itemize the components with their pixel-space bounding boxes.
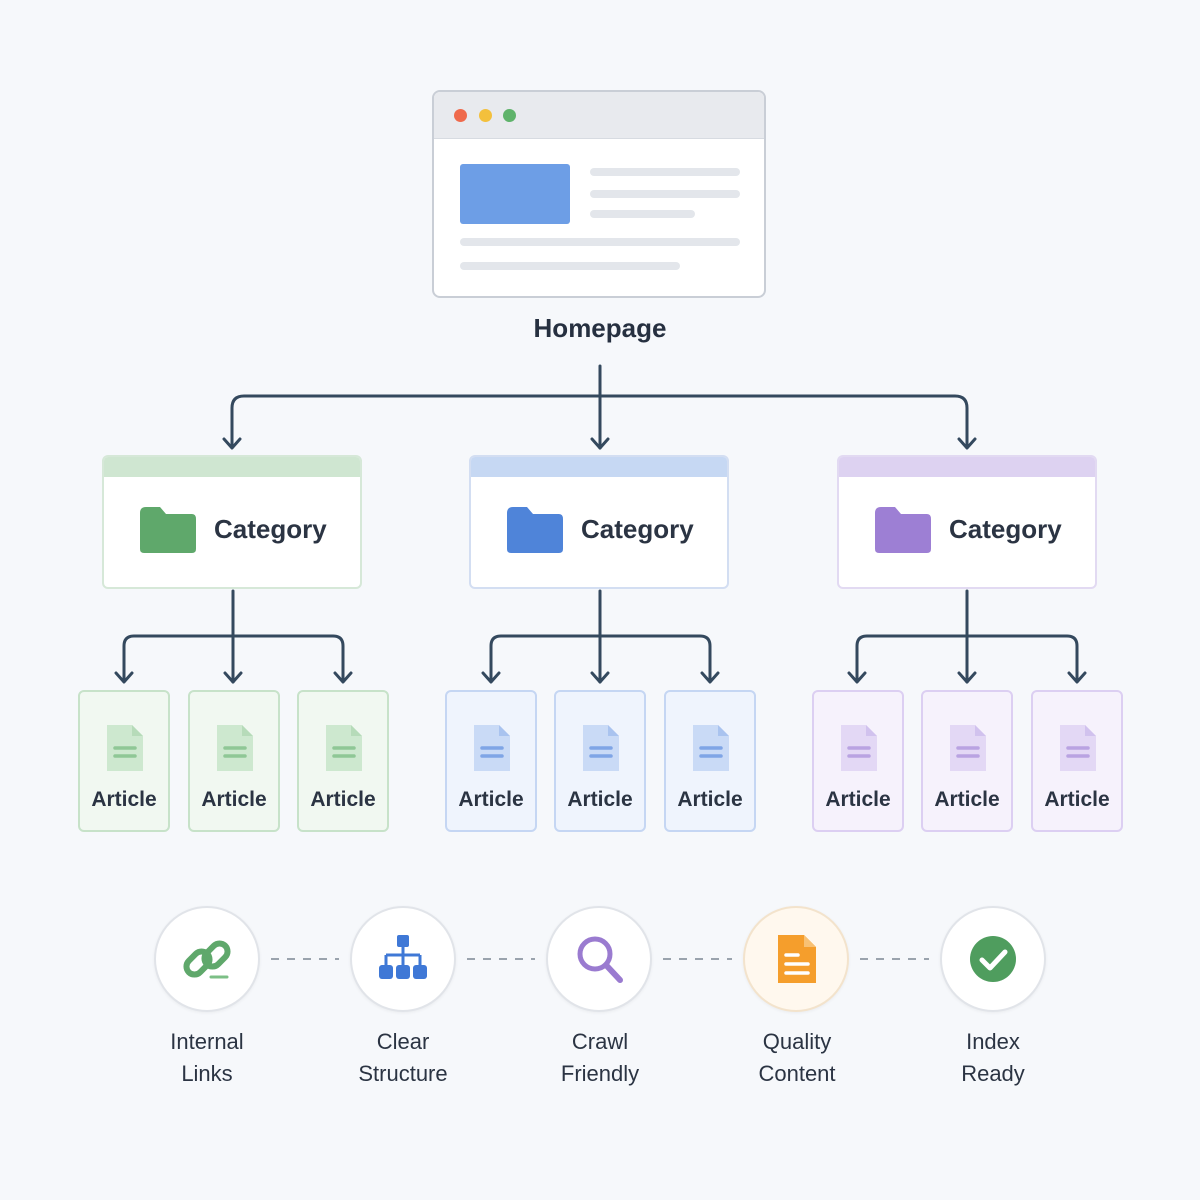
- article-label: Article: [201, 788, 267, 811]
- article-card: Article: [1031, 690, 1123, 832]
- article-document-icon: [950, 725, 986, 771]
- article-document-icon: [326, 725, 362, 771]
- article-card: Article: [812, 690, 904, 832]
- clear-structure-label: Clear Structure: [323, 1026, 483, 1090]
- category-card-blue: Category: [469, 455, 729, 589]
- article-label: Article: [934, 788, 1000, 811]
- feature-label-line: Clear: [376, 1029, 430, 1054]
- article-document-icon: [474, 725, 510, 771]
- text-line: [460, 262, 680, 270]
- article-card: Article: [297, 690, 389, 832]
- arrowhead: [957, 437, 977, 450]
- category-label: Category: [214, 514, 327, 544]
- article-label: Article: [1044, 788, 1110, 811]
- connector-line: [489, 634, 712, 682]
- article-document-icon: [217, 725, 253, 771]
- connector-line: [122, 634, 345, 682]
- arrowhead: [222, 437, 242, 450]
- category-header-bar: [839, 457, 1095, 477]
- feature-label-line: Quality: [762, 1029, 832, 1054]
- arrowhead: [700, 671, 720, 684]
- arrowhead: [847, 671, 867, 684]
- article-label: Article: [567, 788, 633, 811]
- arrowhead: [114, 671, 134, 684]
- folder-icon: [140, 507, 196, 553]
- index-ready-label: Index Ready: [913, 1026, 1073, 1090]
- feature-label-line: Content: [758, 1061, 836, 1086]
- category-card-purple: Category: [837, 455, 1097, 589]
- article-card: Article: [188, 690, 280, 832]
- arrowhead: [223, 671, 243, 684]
- arrowhead: [957, 671, 977, 684]
- article-document-icon: [1060, 725, 1096, 771]
- link-icon: [183, 940, 231, 979]
- text-line: [590, 190, 740, 198]
- crawl-friendly-circle: [546, 906, 652, 1012]
- article-label: Article: [458, 788, 524, 811]
- article-document-icon: [107, 725, 143, 771]
- article-card: Article: [554, 690, 646, 832]
- article-label: Article: [310, 788, 376, 811]
- browser-title-bar: [434, 92, 764, 139]
- category-header-bar: [104, 457, 360, 477]
- crawl-friendly-label: Crawl Friendly: [520, 1026, 680, 1090]
- feature-label-line: Ready: [961, 1061, 1025, 1086]
- arrowhead: [590, 671, 610, 684]
- article-document-icon: [583, 725, 619, 771]
- feature-label-line: Internal: [170, 1029, 244, 1054]
- internal-links-label: Internal Links: [127, 1026, 287, 1090]
- window-close-dot: [454, 109, 467, 122]
- arrowhead: [1067, 671, 1087, 684]
- feature-label-line: Friendly: [560, 1061, 640, 1086]
- sitemap-icon: [379, 935, 427, 979]
- window-minimize-dot: [479, 109, 492, 122]
- article-card: Article: [664, 690, 756, 832]
- magnifier-icon: [577, 936, 623, 983]
- article-document-icon: [841, 725, 877, 771]
- hero-image-placeholder: [460, 164, 570, 224]
- article-card: Article: [921, 690, 1013, 832]
- quality-content-circle: [743, 906, 849, 1012]
- connector-line: [855, 634, 1079, 682]
- internal-links-circle: [154, 906, 260, 1012]
- feature-label-line: Links: [181, 1061, 233, 1086]
- article-card: Article: [445, 690, 537, 832]
- text-line: [590, 168, 740, 176]
- category-label: Category: [581, 514, 694, 544]
- category-card-green: Category: [102, 455, 362, 589]
- homepage-browser-window: [432, 90, 766, 298]
- feature-label-line: Index: [966, 1029, 1020, 1054]
- clear-structure-circle: [350, 906, 456, 1012]
- folder-icon: [875, 507, 931, 553]
- connector-line: [230, 394, 969, 448]
- arrowhead: [333, 671, 353, 684]
- homepage-label: Homepage: [533, 313, 667, 343]
- document-icon: [778, 935, 816, 983]
- window-maximize-dot: [503, 109, 516, 122]
- article-document-icon: [693, 725, 729, 771]
- text-line: [460, 238, 740, 246]
- quality-content-label: Quality Content: [717, 1026, 877, 1090]
- article-card: Article: [78, 690, 170, 832]
- folder-icon: [507, 507, 563, 553]
- check-circle-icon: [970, 936, 1016, 982]
- text-line: [590, 210, 695, 218]
- feature-label-line: Structure: [358, 1061, 448, 1086]
- article-label: Article: [677, 788, 743, 811]
- index-ready-circle: [940, 906, 1046, 1012]
- article-label: Article: [91, 788, 157, 811]
- arrowhead: [590, 437, 610, 450]
- arrowhead: [481, 671, 501, 684]
- category-label: Category: [949, 514, 1062, 544]
- article-label: Article: [825, 788, 891, 811]
- feature-label-line: Crawl: [571, 1029, 629, 1054]
- category-header-bar: [471, 457, 727, 477]
